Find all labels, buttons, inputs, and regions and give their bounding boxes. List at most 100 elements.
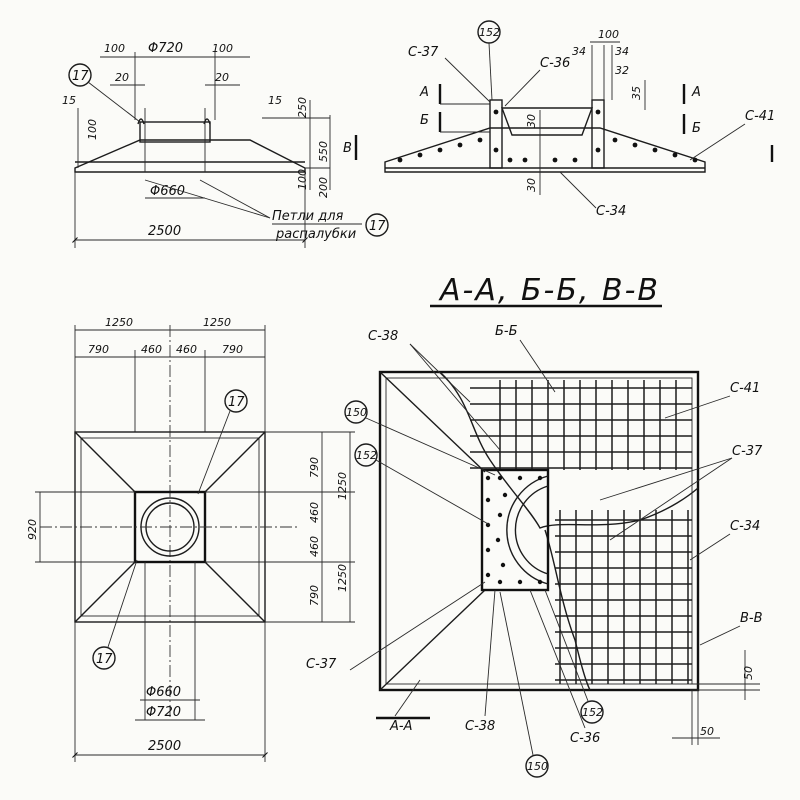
elevation-callout-17: 17 [72,69,89,84]
plan-vdim-790-bottom: 790 [308,585,321,606]
plan-dim-790-left: 790 [88,343,109,356]
sections-diagonal-bl [379,589,486,691]
elevation-section-mark-v: В [343,141,352,156]
sections-view: 50 50 С-38 Б-Б С-41 С-37 С-34 В-В С-37 А… [306,324,763,778]
plan-callout-17-bottom: 17 [96,652,113,667]
plan-vdim-1250-top: 1250 [336,472,349,500]
sections-c38-top-leader-1 [409,343,471,403]
sections-label-c36: С-36 [570,731,600,746]
rebar-dot [457,142,463,148]
section-dim-32: 32 [615,64,629,77]
elevation-collar [139,121,211,143]
sections-label-c41: С-41 [730,381,760,396]
elevation-dim-15-right: 15 [268,94,282,107]
plan-callout-17-bottom-circle [92,646,116,670]
rebar-dot [502,492,508,498]
sections-hole-rebar-dots [485,475,543,585]
elevation-dim-550: 550 [317,141,330,162]
rebar-dot [500,562,506,568]
sections-centre-block [480,468,550,592]
section-dim-30-top: 30 [525,114,538,128]
section-rebar-dots [397,109,698,163]
sections-outer-square [378,370,700,692]
plan-dim-2500: 2500 [148,739,181,754]
rebar-dot [397,157,403,163]
section-callout-152: 152 [479,26,500,39]
plan-callout-17-top: 17 [228,395,245,410]
note-line-1: Петли для [272,209,344,224]
rebar-dot [437,147,443,153]
section-dim-34-left: 34 [572,45,586,58]
rebar-dot [552,157,558,163]
sections-label-bb: Б-Б [495,324,518,339]
section-dim-30-bottom: 30 [525,178,538,192]
sections-callout-152-bottom: 152 [582,706,603,719]
rebar-dot [612,137,618,143]
elevation-dim-100-right: 100 [212,42,233,55]
rebar-dot [652,147,658,153]
section-label-c41: С-41 [745,109,775,124]
plan-diagonal-tr [204,431,266,493]
rebar-dot [522,157,528,163]
rebar-dot [485,497,491,503]
elevation-dim-250: 250 [296,97,309,118]
rebar-dot [497,475,503,481]
plan-dim-1250-right: 1250 [203,316,231,329]
rebar-dot [485,547,491,553]
plan-dim-460-right: 460 [176,343,197,356]
note-callout-17-circle [365,213,389,237]
elevation-dim-20-right-label: 20 [215,71,229,84]
sections-c38-top-leader-2 [409,343,501,451]
section-dim-34-right: 34 [615,45,629,58]
plan-dim-790-right: 790 [222,343,243,356]
rebar-dot [572,157,578,163]
section-label-c37: С-37 [408,45,439,60]
plan-vdim-460-a: 460 [308,502,321,523]
rebar-dot [595,109,601,115]
reinforcement-grid-lower [555,510,692,684]
break-line-lower [544,529,591,691]
rebar-dot [485,522,491,528]
lifting-loop-left [137,118,145,125]
sections-label-aa: А-А [389,719,412,734]
sections-c34-leader [689,533,731,561]
rebar-dot [493,147,499,153]
rebar-dot [497,579,503,585]
sections-c41-leader [664,395,731,419]
elevation-dim-phi660: Φ660 [150,184,185,199]
section-callout-152-leader [488,42,493,101]
elevation-slab [74,139,306,173]
rebar-dot [493,109,499,115]
section-dim-35: 35 [630,86,643,100]
rebar-dot [692,157,698,163]
elevation-dim-100-left: 100 [104,42,125,55]
sections-callout-152-top-circle [354,443,378,467]
section-collar-wall-right [591,99,605,169]
section-mark-b-left: Б [420,113,429,128]
plan-dim-460-left: 460 [141,343,162,356]
plan-diagonal-br [204,561,266,623]
sections-label-c37-right: С-37 [732,444,763,459]
rebar-dot [517,579,523,585]
rebar-dot [497,512,503,518]
rebar-dot [517,475,523,481]
sections-hole-arc-outer [506,475,549,585]
elevation-dim-100-bottom: 100 [296,169,309,190]
section-label-c34: С-34 [596,204,626,219]
break-line-upper [439,371,699,529]
rebar-dot [672,152,678,158]
sections-label-vv: В-В [740,611,763,626]
rebar-dot [537,475,543,481]
sections-c37-left-leader [349,581,486,671]
sections-title: А-А, Б-Б, В-В [438,273,660,308]
sections-c36-leader [529,589,586,729]
elevation-view: 100 Φ720 100 20 20 15 15 100 250 550 100… [62,41,389,248]
sections-callout-150-bottom: 150 [527,760,548,773]
sections-dim-50-bottom: 50 [700,725,714,738]
section-mark-a-right: А [691,85,701,100]
section-c41-leader [689,123,746,161]
rebar-dot [632,142,638,148]
rebar-dot [485,572,491,578]
plan-diagonal-bl [74,561,136,623]
section-mark-b-right: Б [692,121,701,136]
